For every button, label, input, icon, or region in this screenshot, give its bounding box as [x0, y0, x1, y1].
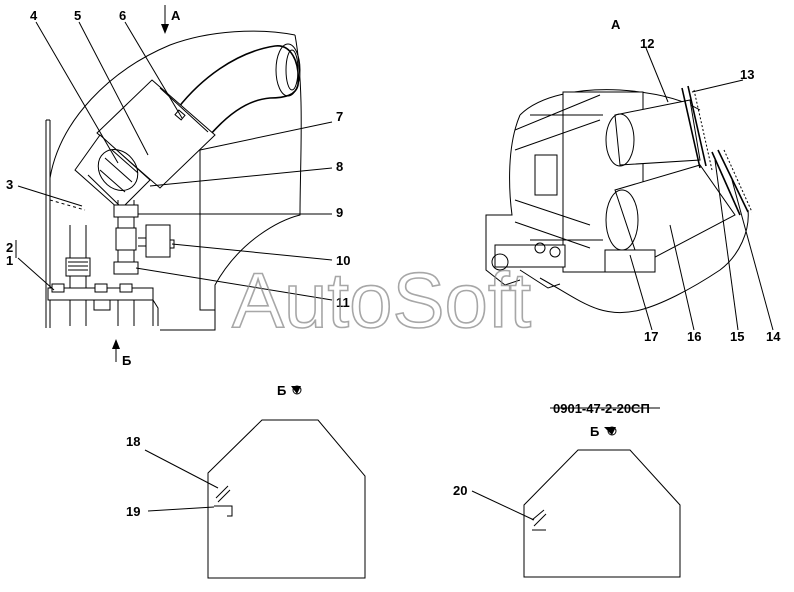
view-a-title: А [611, 17, 621, 32]
callout-19: 19 [126, 504, 140, 519]
callout-15: 15 [730, 329, 744, 344]
view-b-2-title: Б [590, 424, 599, 439]
callout-4: 4 [30, 8, 38, 23]
callout-8: 8 [336, 159, 343, 174]
view-b-1 [144, 385, 366, 579]
view-a [485, 47, 774, 331]
callout-20: 20 [453, 483, 467, 498]
view-b-1-title: Б [277, 383, 286, 398]
callout-3: 3 [6, 177, 13, 192]
callout-1: 1 [6, 253, 13, 268]
callout-9: 9 [336, 205, 343, 220]
view-b-2 [471, 407, 681, 578]
callout-7: 7 [336, 109, 343, 124]
callout-10: 10 [336, 253, 350, 268]
callout-2: 2 [6, 240, 13, 255]
callout-16: 16 [687, 329, 701, 344]
drawing-code: 0901-47-2-20СП [553, 401, 650, 416]
callout-14: 14 [766, 329, 781, 344]
view-arrow-b-label: Б [122, 353, 131, 368]
callout-5: 5 [74, 8, 81, 23]
callout-13: 13 [740, 67, 754, 82]
callout-6: 6 [119, 8, 126, 23]
callout-11: 11 [336, 295, 350, 310]
watermark: AutoSoft [232, 256, 532, 344]
main-side-view [15, 5, 333, 362]
callout-labels: 4 5 6 7 8 9 10 11 3 2 1 12 13 14 15 16 1… [6, 8, 781, 519]
callout-18: 18 [126, 434, 140, 449]
callout-17: 17 [644, 329, 658, 344]
view-arrow-a-label: А [171, 8, 181, 23]
callout-12: 12 [640, 36, 654, 51]
